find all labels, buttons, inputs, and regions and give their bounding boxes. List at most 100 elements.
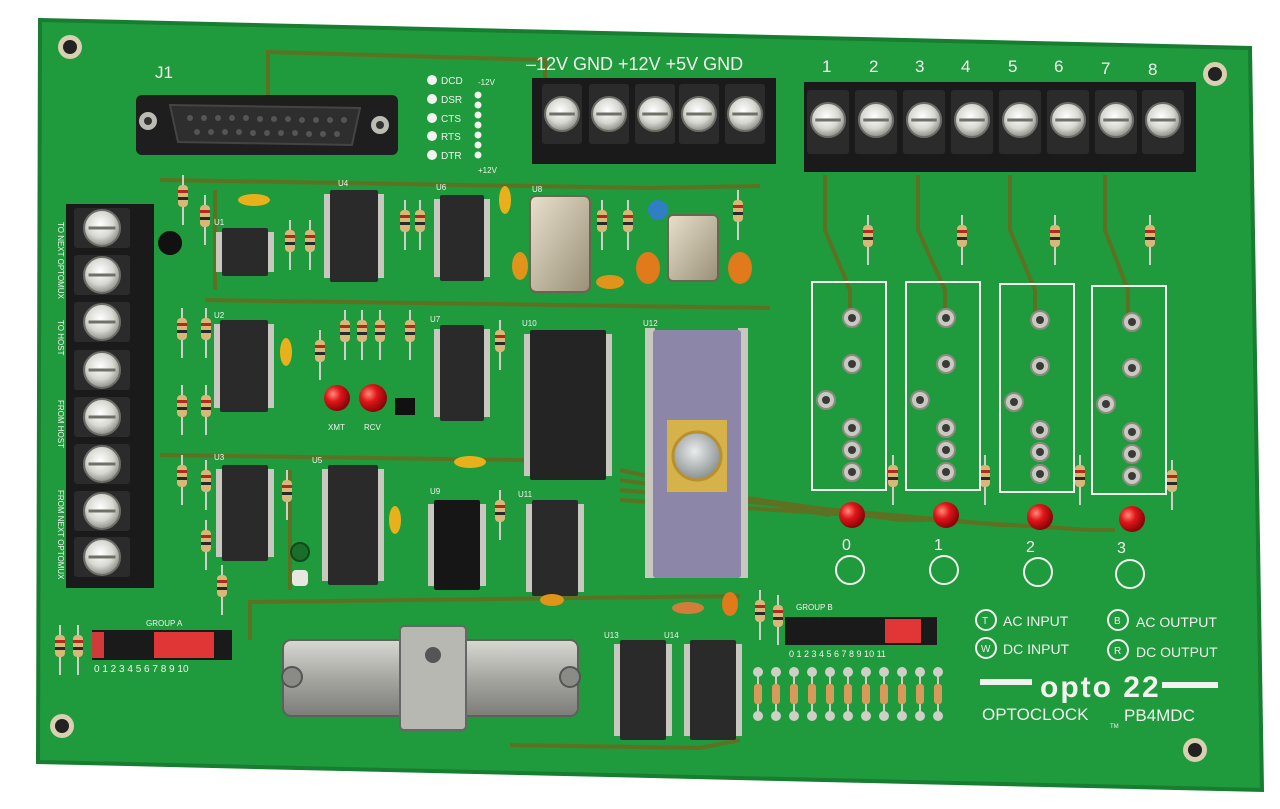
signal-dcd: DCD bbox=[441, 76, 463, 87]
db25-connector-j1 bbox=[136, 95, 398, 155]
channel-terminal-block bbox=[804, 82, 1196, 172]
brand-logo: opto 22 bbox=[1040, 671, 1161, 704]
diode bbox=[771, 667, 781, 721]
resistors bbox=[55, 175, 1177, 675]
diode bbox=[897, 667, 907, 721]
legend-dc-output: DC OUTPUT bbox=[1136, 644, 1218, 660]
chip-pins bbox=[214, 194, 742, 736]
side-labels: TO NEXT OPTOMUX TO HOST FROM HOST FROM N… bbox=[56, 222, 65, 580]
group-b-label: GROUP B bbox=[796, 603, 833, 612]
diode bbox=[843, 667, 853, 721]
io-module-socket bbox=[811, 281, 887, 585]
resistor bbox=[980, 455, 990, 505]
jumper-header-group-a bbox=[92, 630, 232, 660]
power-screw-terminal bbox=[727, 96, 763, 132]
voltage-plus-12: +12V bbox=[478, 166, 498, 175]
module-number-2: 2 bbox=[1026, 539, 1035, 556]
signal-rts: RTS bbox=[441, 132, 461, 143]
resistor bbox=[305, 220, 315, 270]
resistor bbox=[73, 625, 83, 675]
host-screw-terminal bbox=[83, 538, 121, 576]
resistor bbox=[400, 200, 410, 250]
mounting-holes bbox=[50, 35, 1227, 762]
channel-5: 5 bbox=[1008, 57, 1017, 76]
resistor bbox=[340, 310, 350, 360]
legend-ac-output: AC OUTPUT bbox=[1136, 614, 1217, 630]
io-module-socket bbox=[999, 283, 1075, 587]
resistor bbox=[773, 595, 783, 645]
dip-chips bbox=[220, 190, 736, 740]
resistor bbox=[201, 385, 211, 435]
channel-8: 8 bbox=[1148, 60, 1157, 79]
ic-label-u10: U10 bbox=[522, 319, 537, 328]
legend-symbol-b: B bbox=[1114, 616, 1121, 627]
ic-label-u4: U4 bbox=[338, 179, 349, 188]
channel-screw-terminal bbox=[906, 102, 942, 138]
resistor bbox=[1167, 460, 1177, 510]
group-b-digits: 0 1 2 3 4 5 6 7 8 9 10 11 bbox=[789, 649, 886, 659]
ic-label-u14: U14 bbox=[664, 631, 679, 640]
diode bbox=[807, 667, 817, 721]
resistor bbox=[957, 215, 967, 265]
battery-holder bbox=[281, 625, 581, 731]
resistor bbox=[755, 590, 765, 640]
host-screw-terminal bbox=[83, 209, 121, 247]
ic-label-u7: U7 bbox=[430, 315, 441, 324]
signal-dsr: DSR bbox=[441, 95, 462, 106]
channel-1: 1 bbox=[822, 57, 831, 76]
group-a-label: GROUP A bbox=[146, 619, 183, 628]
resistor bbox=[495, 490, 505, 540]
host-screw-terminal bbox=[83, 445, 121, 483]
channel-2: 2 bbox=[869, 57, 878, 76]
channel-3: 3 bbox=[915, 57, 924, 76]
resistor bbox=[285, 220, 295, 270]
transistors bbox=[158, 231, 415, 415]
eprom-chip-u12 bbox=[645, 328, 748, 578]
power-terminal-block bbox=[532, 78, 776, 164]
legend-dc-input: DC INPUT bbox=[1003, 641, 1070, 657]
power-screw-terminal bbox=[681, 96, 717, 132]
ic-label-u8: U8 bbox=[532, 185, 543, 194]
diode bbox=[789, 667, 799, 721]
channel-7: 7 bbox=[1101, 59, 1110, 78]
channel-6: 6 bbox=[1054, 57, 1063, 76]
resistor bbox=[357, 310, 367, 360]
resistor bbox=[201, 460, 211, 510]
resistor bbox=[315, 330, 325, 380]
diode bbox=[915, 667, 925, 721]
resistor bbox=[888, 455, 898, 505]
resistor bbox=[1145, 215, 1155, 265]
module-number-0: 0 bbox=[842, 537, 851, 554]
resistor bbox=[597, 200, 607, 250]
io-module-socket bbox=[1091, 285, 1167, 589]
diode bbox=[933, 667, 943, 721]
capacitors bbox=[238, 186, 752, 616]
host-screw-terminal bbox=[83, 398, 121, 436]
resistor bbox=[217, 565, 227, 615]
resistor bbox=[178, 175, 188, 225]
resistor bbox=[405, 310, 415, 360]
side-label-from-next: FROM NEXT OPTOMUX bbox=[56, 490, 65, 580]
host-screw-terminal bbox=[83, 303, 121, 341]
diode bbox=[861, 667, 871, 721]
jumper-header-group-b bbox=[785, 617, 937, 645]
signal-dtr: DTR bbox=[441, 151, 462, 162]
resistor bbox=[1050, 215, 1060, 265]
resistor bbox=[1075, 455, 1085, 505]
side-label-to-next: TO NEXT OPTOMUX bbox=[56, 222, 65, 300]
voltage-minus-12: -12V bbox=[478, 78, 496, 87]
resistor bbox=[201, 308, 211, 358]
crystal-oscillators bbox=[529, 195, 719, 293]
resistor bbox=[177, 455, 187, 505]
power-labels: –12V GND +12V +5V GND bbox=[526, 54, 743, 74]
ic-label-u12: U12 bbox=[643, 319, 658, 328]
product-name: OPTOCLOCK bbox=[982, 705, 1089, 724]
module-number-3: 3 bbox=[1117, 540, 1126, 557]
ic-label-u11: U11 bbox=[518, 490, 533, 499]
resistor bbox=[201, 520, 211, 570]
status-leds bbox=[324, 384, 387, 412]
io-module-sockets bbox=[811, 281, 1167, 589]
ic-label-u9: U9 bbox=[430, 487, 441, 496]
led-label-rcv: RCV bbox=[364, 423, 382, 432]
